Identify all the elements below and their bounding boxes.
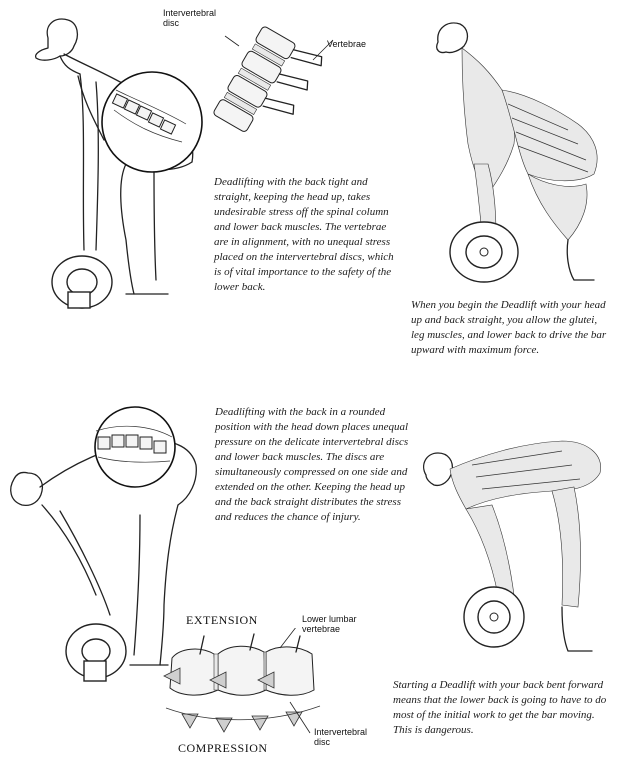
caption-bent-forward: Starting a Deadlift with your back bent … xyxy=(393,679,607,736)
head-up-deadlift-muscle-illustration xyxy=(418,14,618,294)
bent-forward-deadlift-muscle-illustration xyxy=(412,425,617,665)
label-intervertebral-disc-top: Intervertebral disc xyxy=(163,8,217,28)
label-extension: EXTENSION xyxy=(186,613,258,627)
label-vertebrae: Vertebrae xyxy=(327,39,367,49)
label-compression: COMPRESSION xyxy=(178,741,268,755)
label-intervertebral-disc-bottom: Intervertebral disc xyxy=(314,727,368,747)
lumbar-compression-diagram xyxy=(160,628,340,743)
straight-back-deadlift-illustration xyxy=(4,10,209,315)
caption-rounded-back: Deadlifting with the back in a rounded p… xyxy=(215,406,409,523)
caption-head-up: When you begin the Deadlift with your he… xyxy=(411,299,607,356)
label-lower-lumbar-vertebrae: Lower lumbar vertebrae xyxy=(302,614,357,634)
vertebrae-closeup-illustration xyxy=(205,22,355,157)
caption-straight-back: Deadlifting with the back tight and stra… xyxy=(214,176,394,293)
rounded-back-deadlift-illustration xyxy=(0,405,205,695)
